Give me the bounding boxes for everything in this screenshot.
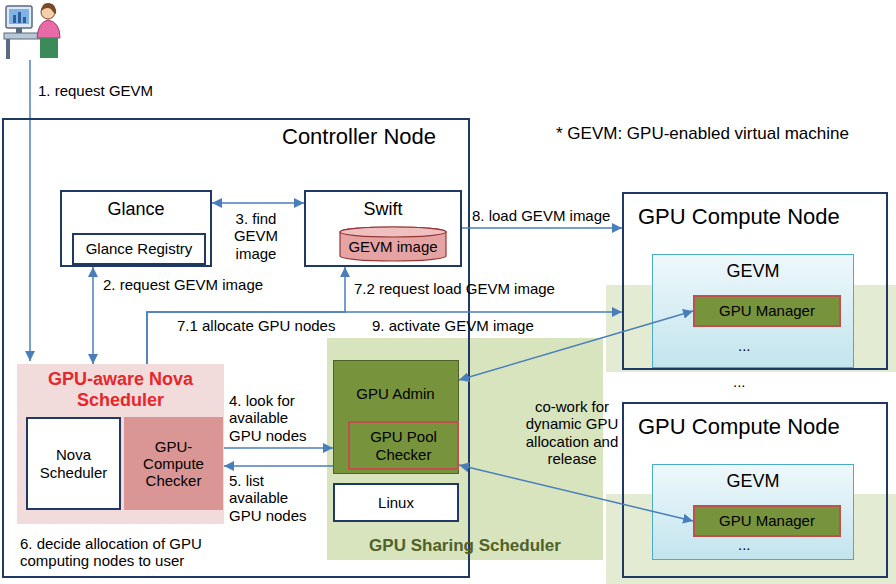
label-holder: 5. list available GPU nodes xyxy=(229,472,321,524)
compute-node: GPU Compute NodeGEVM... GPU Manager xyxy=(622,192,888,370)
text-holder: GPU Admin xyxy=(334,385,457,402)
process-box: Nova Scheduler xyxy=(26,417,121,510)
node-label: GPU Compute Node xyxy=(638,414,878,439)
edge-label: 7.2 request load GEVM image xyxy=(354,280,594,297)
note-label: 7.1 allocate GPU nodes xyxy=(177,317,342,334)
scheduler-region: GPU-aware Nova SchedulerNova Scheduler GP… xyxy=(17,364,224,524)
process-box: GPU Pool Checker xyxy=(348,421,459,470)
node-label: Glance xyxy=(62,199,210,220)
swift-box: SwiftGEVM image xyxy=(304,190,462,267)
node-label: Controller Node xyxy=(282,124,467,149)
flow-arrow xyxy=(459,311,693,380)
edge-label: 8. load GEVM image xyxy=(472,207,622,224)
node-label: GPU Pool Checker xyxy=(354,428,453,463)
label-holder: co-work for dynamic GPU allocation and r… xyxy=(524,398,620,467)
flow-arrow xyxy=(92,267,94,364)
text-holder: Glance xyxy=(62,199,210,220)
vm-box: GEVM... GPU Manager xyxy=(652,464,854,560)
text-holder: GPU Sharing Scheduler xyxy=(327,536,603,556)
note-label: * GEVM: GPU-enabled virtual machine xyxy=(556,124,892,144)
label-holder: ... xyxy=(733,373,763,390)
text-holder: GPU-aware Nova Scheduler xyxy=(23,369,218,410)
text-holder: GEVM xyxy=(653,471,853,492)
edge-label: 4. look for available GPU nodes xyxy=(229,392,321,444)
node-label: GPU-Compute Checker xyxy=(128,438,219,490)
edge-label: 9. activate GEVM image xyxy=(372,317,572,334)
admin-box: GPU AdminGPU Pool Checker xyxy=(333,360,459,474)
node-label: GPU Sharing Scheduler xyxy=(327,536,603,556)
node-label: GPU Admin xyxy=(334,385,457,402)
os-box: Linux xyxy=(333,483,459,522)
flow-arrow xyxy=(462,227,622,229)
flow-arrow xyxy=(212,202,304,204)
node-label: GEVM image xyxy=(348,238,437,255)
node-label: GEVM xyxy=(653,471,853,492)
node-label: Linux xyxy=(378,494,414,511)
manager-box: GPU Manager xyxy=(693,295,841,327)
text-holder: GPU Manager xyxy=(695,297,839,325)
registry-box: Glance Registry xyxy=(72,233,206,265)
label-holder: 7.1 allocate GPU nodes xyxy=(177,317,342,334)
label-holder: 4. look for available GPU nodes xyxy=(229,392,321,444)
ellipsis-mark: ... xyxy=(733,373,763,390)
text-holder: Swift xyxy=(306,199,460,220)
node-label: Swift xyxy=(306,199,460,220)
node-label: GPU Compute Node xyxy=(638,204,878,229)
flow-arrow xyxy=(147,312,622,364)
image-cylinder: GEVM image xyxy=(339,226,447,262)
node-label: GPU Manager xyxy=(719,302,815,319)
flow-arrow xyxy=(147,267,345,364)
flow-arrow xyxy=(224,465,333,467)
text-holder: GPU-Compute Checker xyxy=(124,417,223,510)
label-holder: 9. activate GEVM image xyxy=(372,317,572,334)
label-holder: * GEVM: GPU-enabled virtual machine xyxy=(556,124,892,144)
note-label: 1. request GEVM xyxy=(38,82,188,99)
flow-arrow xyxy=(459,465,693,521)
text-holder: GEVM image xyxy=(339,226,447,262)
note-label: co-work for dynamic GPU allocation and r… xyxy=(524,398,620,467)
node-label: GEVM xyxy=(653,261,853,282)
manager-box: GPU Manager xyxy=(693,505,841,537)
text-holder: Linux xyxy=(335,485,457,520)
text-holder: GEVM xyxy=(653,261,853,282)
text-holder: GPU Compute Node xyxy=(638,204,878,229)
node-label: ... xyxy=(738,337,778,354)
edge-label: 3. find GEVM image xyxy=(221,210,291,262)
text-holder: Nova Scheduler xyxy=(28,419,119,508)
glance-box: GlanceGlance Registry xyxy=(60,190,212,267)
text-holder: Glance Registry xyxy=(74,235,204,263)
text-holder: GPU Compute Node xyxy=(638,414,878,439)
label-holder: 2. request GEVM image xyxy=(103,276,293,293)
user-icon xyxy=(4,3,60,59)
node-label: Glance Registry xyxy=(86,240,193,257)
text-holder: ... xyxy=(738,337,778,354)
vm-box: GEVM... GPU Manager xyxy=(652,254,854,368)
flow-arrow xyxy=(224,447,333,449)
note-label: 6. decide allocation of GPU computing no… xyxy=(20,535,245,570)
request-arrow xyxy=(29,60,31,361)
label-holder: 1. request GEVM xyxy=(38,82,188,99)
node-label: ... xyxy=(738,536,778,553)
text-holder: Controller Node xyxy=(282,124,467,149)
compute-node: GPU Compute NodeGEVM... GPU Manager xyxy=(622,402,888,578)
text-holder: ... xyxy=(738,536,778,553)
text-holder: GPU Pool Checker xyxy=(350,423,457,468)
node-label: Nova Scheduler xyxy=(32,446,115,481)
node-label: GPU Manager xyxy=(719,512,815,529)
node-label: GPU-aware Nova Scheduler xyxy=(23,369,218,410)
label-holder: 6. decide allocation of GPU computing no… xyxy=(20,535,245,570)
edge-label: 2. request GEVM image xyxy=(103,276,293,293)
text-holder: GPU Manager xyxy=(695,507,839,535)
edge-label: 5. list available GPU nodes xyxy=(229,472,321,524)
process-box: GPU-Compute Checker xyxy=(124,417,223,510)
label-holder: 7.2 request load GEVM image xyxy=(354,280,594,297)
label-holder: 3. find GEVM image xyxy=(221,210,291,262)
label-holder: 8. load GEVM image xyxy=(472,207,622,224)
